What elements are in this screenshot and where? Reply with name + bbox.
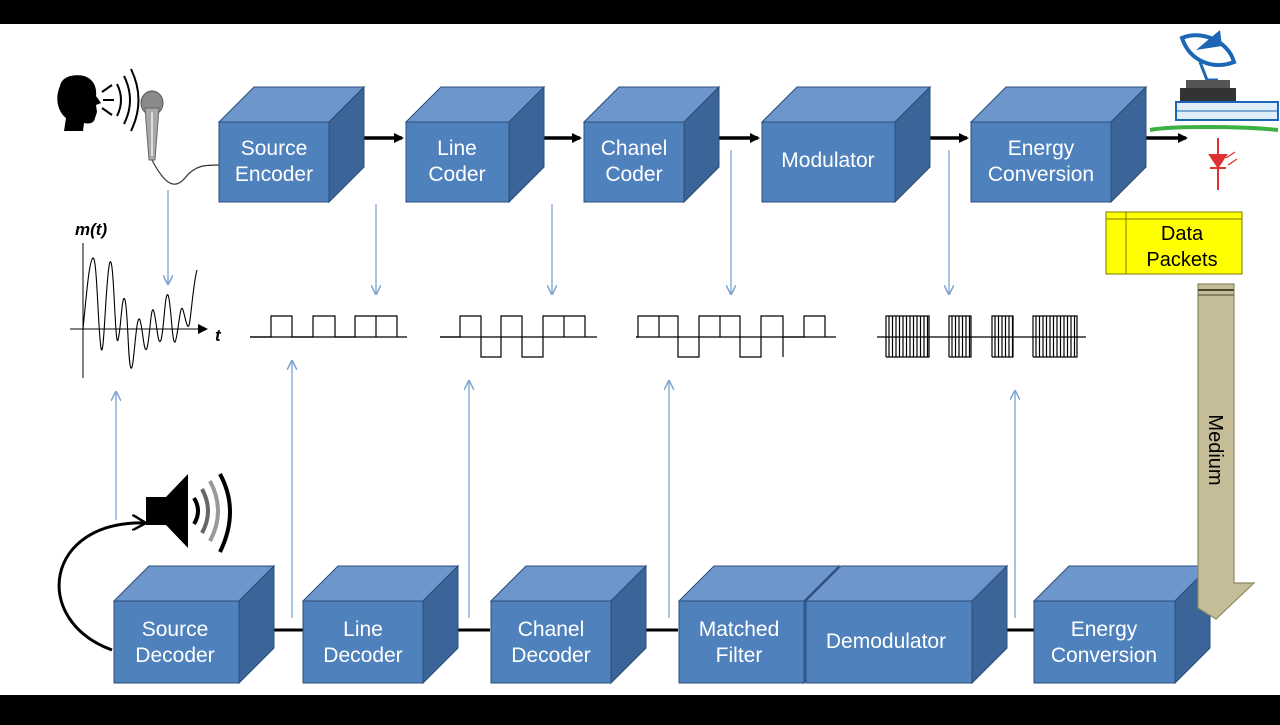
energy-conversion-rx-line2: Conversion xyxy=(1051,644,1157,667)
block-energy-conversion-rx xyxy=(1032,564,1212,685)
channel-decoder-line1: Chanel xyxy=(518,618,585,641)
signal-label: m(t) xyxy=(75,220,107,239)
line-coder-line2: Coder xyxy=(428,163,485,186)
modulated-burst xyxy=(885,315,930,358)
modulated-burst xyxy=(948,315,972,358)
satellite-dish-icon xyxy=(1149,30,1279,132)
speaker-icon xyxy=(146,473,232,553)
block-channel-decoder xyxy=(489,564,648,685)
block-channel-coder xyxy=(582,85,721,204)
line-decoder-line1: Line xyxy=(343,618,383,641)
coded-waveform xyxy=(636,315,826,358)
channel-coder-line1: Chanel xyxy=(601,137,668,160)
channel-decoder-line2: Decoder xyxy=(511,644,590,667)
polar-waveform xyxy=(440,315,586,358)
block-source-decoder xyxy=(112,564,276,685)
demodulator-label: Demodulator xyxy=(826,630,946,653)
medium-arrow: Medium xyxy=(1197,283,1256,620)
data-packets-line2: Packets xyxy=(1146,249,1217,271)
block-modulator xyxy=(760,85,932,204)
block-line-coder xyxy=(404,85,546,204)
source-decoder-line2: Decoder xyxy=(135,644,214,667)
thin-arrows-up xyxy=(116,361,1015,618)
channel-coder-line2: Coder xyxy=(605,163,662,186)
digital-waveforms xyxy=(250,315,1086,358)
energy-conversion-tx-line2: Conversion xyxy=(988,163,1094,186)
unipolar-waveform xyxy=(250,315,398,338)
matched-filter-line1: Matched xyxy=(699,618,780,641)
block-line-decoder xyxy=(301,564,460,685)
block-demodulator xyxy=(804,564,1009,685)
block-energy-conversion-tx xyxy=(969,85,1148,204)
led-icon xyxy=(1208,138,1238,190)
time-label: t xyxy=(215,326,222,345)
matched-filter-line2: Filter xyxy=(716,644,763,667)
analog-signal-plot: m(t) t xyxy=(70,220,222,378)
modulated-burst xyxy=(991,315,1014,358)
thin-arrows-down xyxy=(168,150,949,294)
loop-arrow xyxy=(57,523,145,652)
microphone-cable xyxy=(151,159,221,185)
blocks xyxy=(112,85,1212,685)
source-encoder-line1: Source xyxy=(241,137,308,160)
block-labels: Source Encoder Line Coder Chanel Coder M… xyxy=(135,137,1157,667)
line-decoder-line2: Decoder xyxy=(323,644,402,667)
medium-label: Medium xyxy=(1204,414,1226,485)
modulated-burst xyxy=(1032,315,1078,358)
line-coder-line1: Line xyxy=(437,137,477,160)
data-packets-box: Data Packets xyxy=(1105,211,1243,275)
source-encoder-line2: Encoder xyxy=(235,163,313,186)
analog-waveform xyxy=(82,257,198,369)
speaking-head-icon xyxy=(57,68,140,132)
energy-conversion-rx-line1: Energy xyxy=(1071,618,1138,641)
modulated-waveform xyxy=(885,315,1078,358)
source-decoder-line1: Source xyxy=(142,618,209,641)
modulator-label: Modulator xyxy=(781,149,874,172)
block-source-encoder xyxy=(217,85,366,204)
microphone-icon xyxy=(140,90,164,161)
energy-conversion-tx-line1: Energy xyxy=(1008,137,1075,160)
data-packets-line1: Data xyxy=(1161,223,1204,245)
